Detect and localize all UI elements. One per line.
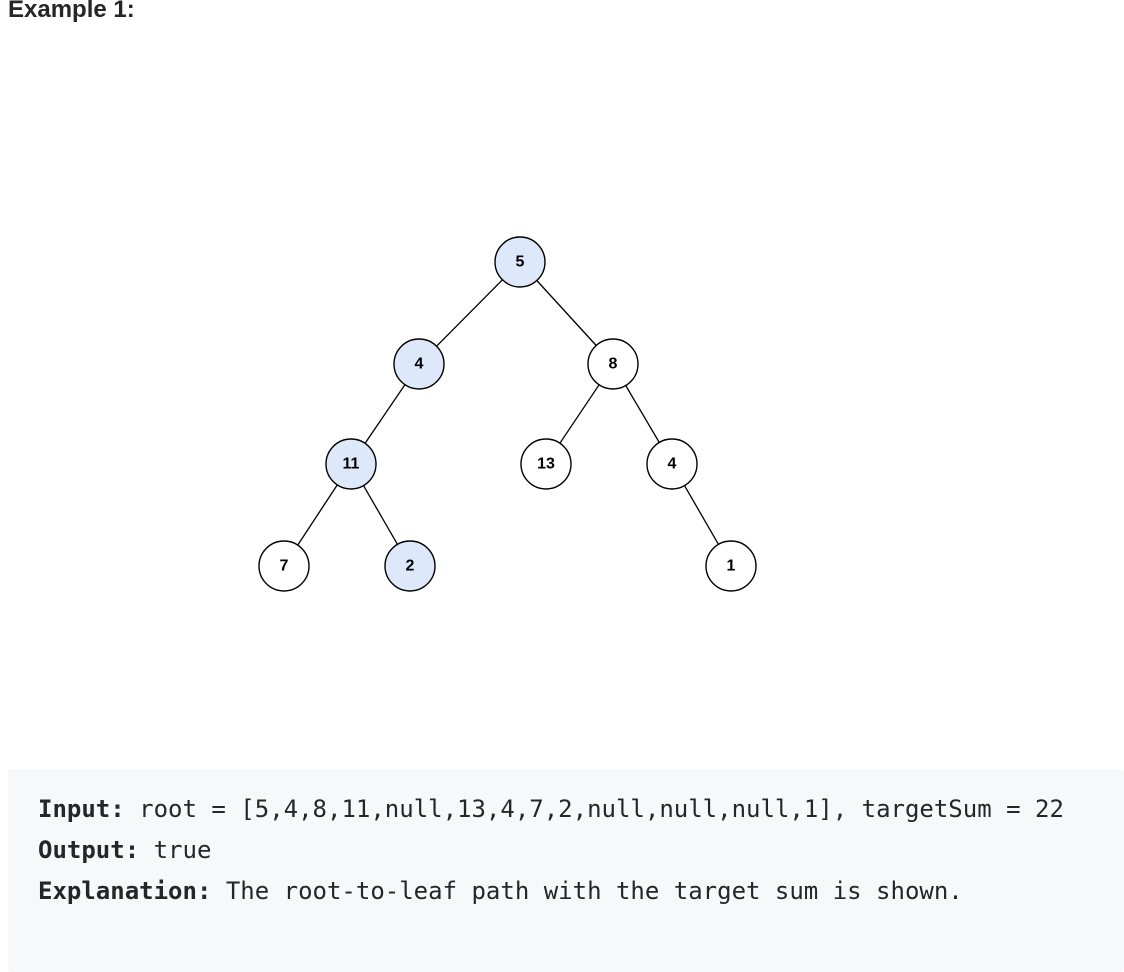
node-circle <box>705 540 757 592</box>
tree-edge <box>559 384 600 444</box>
tree-edge <box>362 485 399 545</box>
explanation-value: The root-to-leaf path with the target su… <box>211 877 963 905</box>
node-circle <box>646 438 698 490</box>
output-value: true <box>139 836 212 864</box>
tree-node: 8 <box>587 338 639 390</box>
path-node-circle <box>325 438 377 490</box>
tree-edge <box>364 384 406 444</box>
output-label: Output: <box>38 836 140 864</box>
tree-node: 5 <box>494 236 546 288</box>
explanation-label: Explanation: <box>38 877 212 905</box>
example-block: Input: root = [5,4,8,11,null,13,4,7,2,nu… <box>8 769 1124 972</box>
tree-node: 4 <box>646 438 698 490</box>
node-value: 4 <box>415 356 424 373</box>
node-circle <box>520 438 572 490</box>
tree-node: 2 <box>384 540 436 592</box>
tree-edge <box>625 385 660 443</box>
tree-node: 1 <box>705 540 757 592</box>
node-value: 11 <box>343 456 360 473</box>
node-value: 1 <box>727 558 736 575</box>
node-value: 4 <box>668 456 677 473</box>
output-line: Output: true <box>38 830 1094 871</box>
tree-edge <box>297 484 338 546</box>
tree-edge <box>536 280 597 346</box>
node-circle <box>587 338 639 390</box>
tree-nodes: 5 4 8 11 13 4 7 2 1 <box>258 236 757 592</box>
node-value: 7 <box>280 558 289 575</box>
node-circle <box>258 540 310 592</box>
path-node-circle <box>384 540 436 592</box>
node-value: 2 <box>406 558 415 575</box>
tree-edges <box>297 279 720 546</box>
input-label: Input: <box>38 795 125 823</box>
input-value: root = [5,4,8,11,null,13,4,7,2,null,null… <box>124 795 1064 823</box>
node-value: 8 <box>609 356 618 373</box>
path-node-circle <box>393 338 445 390</box>
explanation-line: Explanation: The root-to-leaf path with … <box>38 871 1094 912</box>
tree-edge <box>683 485 720 545</box>
tree-node: 13 <box>520 438 572 490</box>
path-node-circle <box>494 236 546 288</box>
tree-node: 11 <box>325 438 377 490</box>
tree-node: 7 <box>258 540 310 592</box>
binary-tree-diagram: 5 4 8 11 13 4 7 2 1 <box>258 236 757 592</box>
node-value: 5 <box>516 254 525 271</box>
node-value: 13 <box>537 456 555 473</box>
input-line: Input: root = [5,4,8,11,null,13,4,7,2,nu… <box>38 789 1094 830</box>
example-heading: Example 1: <box>8 0 135 23</box>
tree-node: 4 <box>393 338 445 390</box>
tree-edge <box>436 279 503 347</box>
